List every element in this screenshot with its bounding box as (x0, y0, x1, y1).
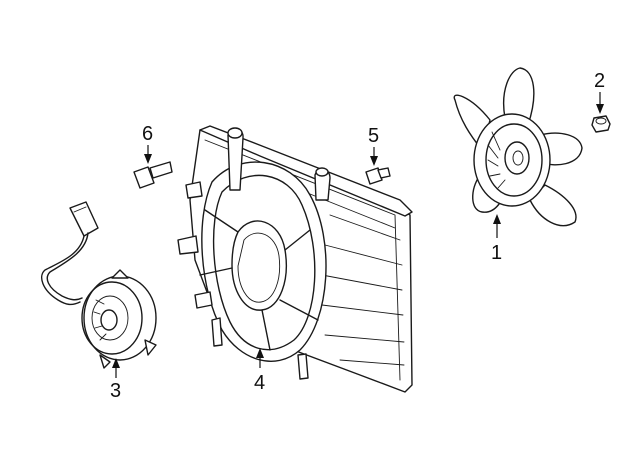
callout-label: 4 (254, 372, 265, 394)
callout-label: 5 (368, 125, 379, 147)
callout-3: 3 (110, 358, 121, 402)
callout-4: 4 (254, 348, 265, 394)
fan-blade (453, 67, 583, 227)
callout-label: 1 (491, 242, 502, 264)
callout-label: 2 (594, 70, 605, 92)
callout-2: 2 (594, 70, 605, 114)
callout-5: 5 (368, 125, 379, 166)
nut (591, 115, 611, 133)
callout-6: 6 (142, 123, 153, 164)
fan-shroud (177, 125, 413, 393)
callout-1: 1 (491, 214, 502, 264)
bolt-6 (133, 161, 173, 189)
bolt-5 (365, 167, 391, 185)
callout-label: 3 (110, 380, 121, 402)
callout-label: 6 (142, 123, 153, 145)
fan-motor (41, 201, 157, 369)
